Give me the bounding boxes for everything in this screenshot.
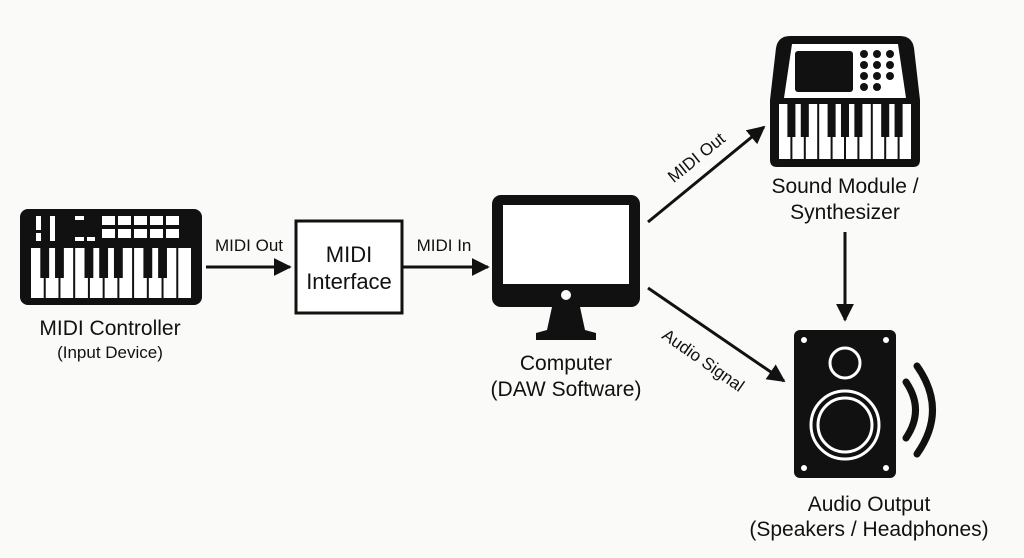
white-key <box>886 104 898 159</box>
speaker-icon <box>794 330 936 478</box>
black-key <box>40 248 50 278</box>
output-subtitle: (Speakers / Headphones) <box>749 518 988 541</box>
white-key <box>805 104 818 159</box>
white-key <box>819 104 831 159</box>
computer-subtitle: (DAW Software) <box>491 378 642 401</box>
edge-label-interface-to-computer: MIDI In <box>417 236 472 255</box>
black-key <box>113 248 123 278</box>
synth-title-line2: Synthesizer <box>790 201 900 224</box>
black-key <box>840 104 850 137</box>
black-key <box>854 104 863 137</box>
white-key <box>178 248 191 298</box>
white-key <box>792 104 804 159</box>
desktop-monitor-icon <box>492 195 640 340</box>
midi-interface-box: MIDI Interface <box>294 219 404 315</box>
arrow-computer-to-synth <box>647 125 766 224</box>
output-title: Audio Output <box>808 493 931 516</box>
synth-title-line1: Sound Module / <box>771 175 918 198</box>
edge-label-computer-to-synth: MIDI Out <box>664 129 729 187</box>
white-key <box>899 104 911 159</box>
synthesizer-icon <box>770 36 920 167</box>
controller-subtitle: (Input Device) <box>57 343 163 362</box>
black-key <box>894 104 903 137</box>
white-key <box>872 104 885 159</box>
white-key <box>859 104 871 159</box>
black-key <box>800 104 809 137</box>
black-key <box>158 248 167 278</box>
black-key <box>143 248 153 278</box>
interface-title-line2: Interface <box>306 269 392 294</box>
midi-keyboard-controller-icon <box>20 209 202 305</box>
white-key <box>779 104 791 159</box>
arrow-computer-to-output <box>647 286 786 383</box>
black-key <box>787 104 796 137</box>
black-key <box>827 104 836 137</box>
white-key <box>832 104 844 159</box>
white-key <box>846 104 858 159</box>
black-key <box>55 248 64 278</box>
interface-title-line1: MIDI <box>326 242 372 267</box>
black-key <box>881 104 890 137</box>
black-key <box>84 248 94 278</box>
black-key <box>99 248 109 278</box>
edge-label-controller-to-interface: MIDI Out <box>215 236 283 255</box>
controller-title: MIDI Controller <box>39 317 180 340</box>
computer-title: Computer <box>520 352 612 375</box>
edge-label-computer-to-output: Audio Signal <box>659 325 748 395</box>
